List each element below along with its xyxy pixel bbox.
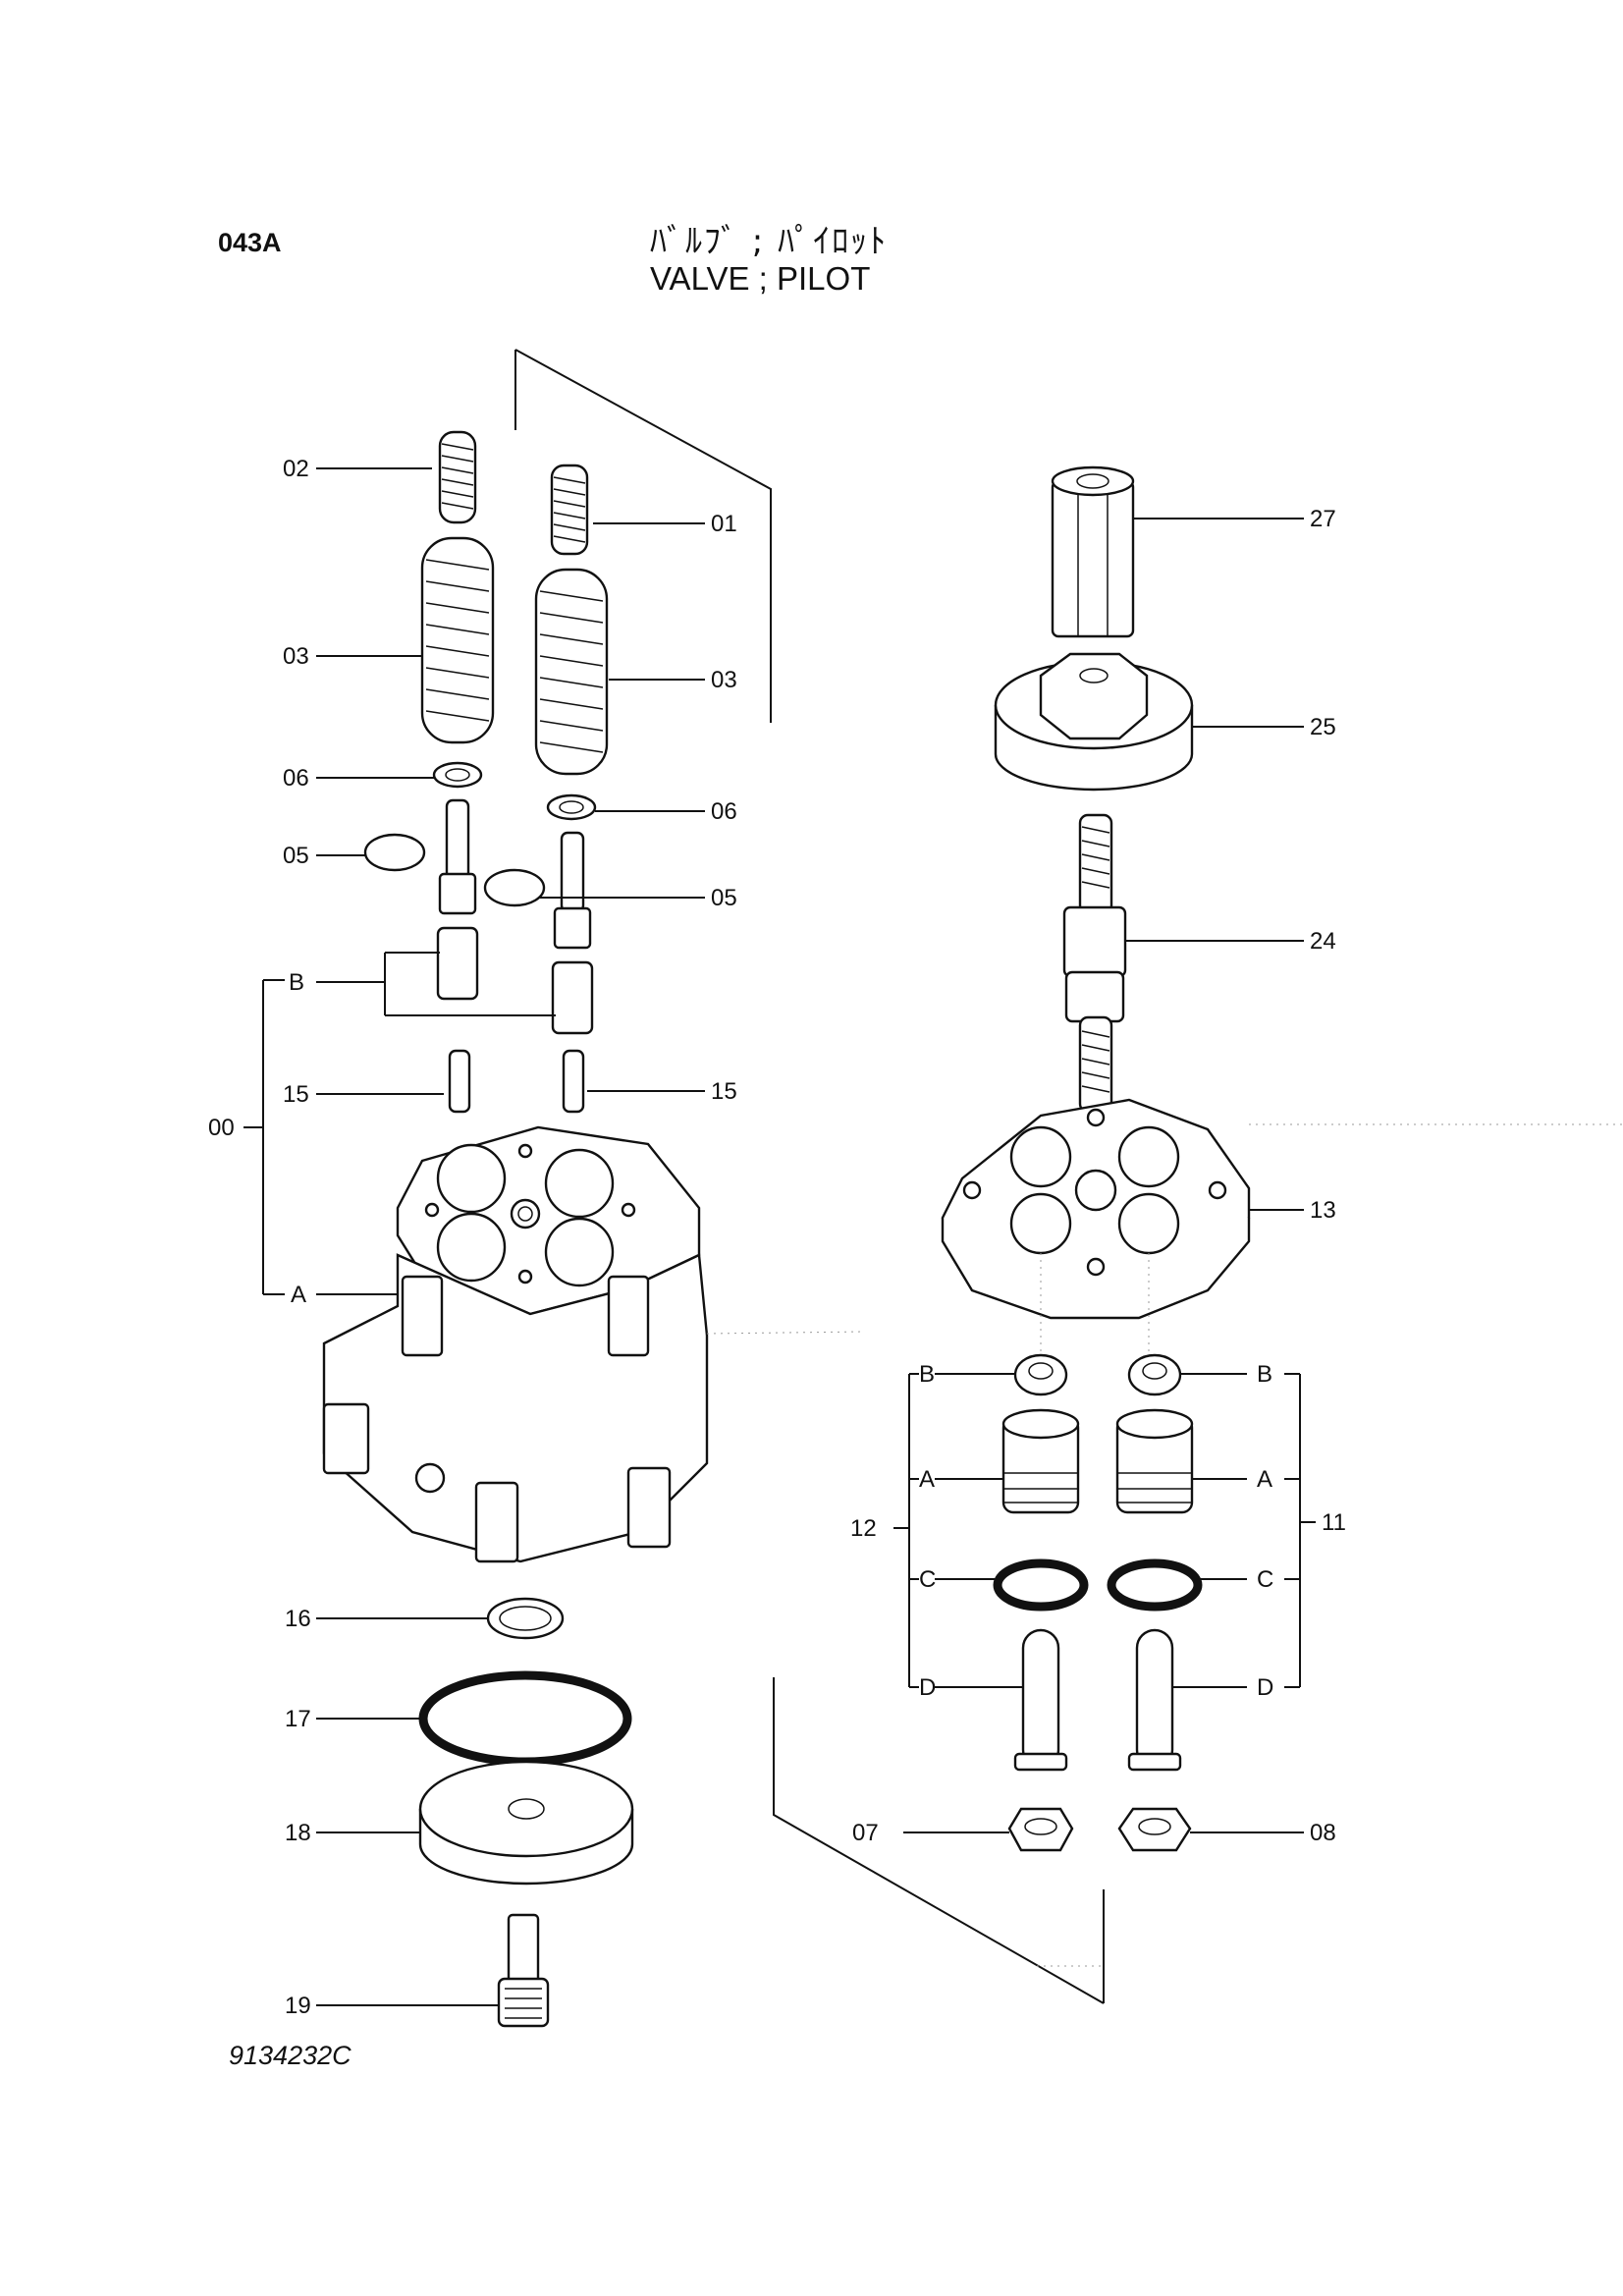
callout-19: 19 — [285, 1993, 311, 2019]
bracket-11 — [1284, 1373, 1316, 1688]
callout-11-D: D — [1257, 1674, 1273, 1701]
o-ring-17 — [418, 1670, 632, 1767]
diagram-code: 043A — [218, 228, 282, 257]
spool-right — [551, 831, 594, 1035]
spring-01 — [550, 464, 589, 556]
callout-12: 12 — [850, 1515, 877, 1542]
joint-24 — [1062, 813, 1127, 1114]
title-japanese: ﾊﾞﾙﾌﾞ ; ﾊﾟｲﾛｯﾄ — [650, 222, 889, 261]
washer-06-left-hole — [445, 768, 470, 782]
spring-02 — [438, 430, 477, 524]
retainer-05-right — [483, 868, 546, 907]
callout-02: 02 — [283, 456, 309, 482]
callout-05-left: 05 — [283, 843, 309, 869]
leader-B-left — [316, 952, 556, 1016]
plate-13 — [941, 1098, 1251, 1320]
callout-11-A: A — [1257, 1466, 1272, 1493]
callout-05-right: 05 — [711, 885, 737, 911]
callout-12-B: B — [919, 1361, 935, 1388]
washer-06-right-hole — [559, 800, 584, 814]
callout-01: 01 — [711, 511, 737, 537]
callout-03-left: 03 — [283, 643, 309, 670]
spring-03-left — [420, 536, 495, 744]
bracket-12 — [893, 1373, 919, 1688]
title-english: VALVE ; PILOT — [650, 260, 871, 297]
callout-08: 08 — [1310, 1820, 1336, 1846]
callout-06-right: 06 — [711, 798, 737, 825]
callout-24: 24 — [1310, 928, 1336, 955]
callout-12-C: C — [919, 1566, 936, 1593]
drawing-number: 9134232C — [229, 2041, 352, 2070]
pusher-15-right — [562, 1049, 585, 1114]
washer-06-left — [432, 761, 483, 789]
upper-bracket — [514, 349, 772, 723]
callout-11: 11 — [1322, 1509, 1346, 1536]
callout-11-B: B — [1257, 1361, 1272, 1388]
callout-06-left: 06 — [283, 765, 309, 792]
callout-03-right: 03 — [711, 667, 737, 693]
stack-11-parts — [1107, 1353, 1203, 1852]
callout-18: 18 — [285, 1820, 311, 1846]
callout-15-right: 15 — [711, 1078, 737, 1105]
callout-11-C: C — [1257, 1566, 1273, 1593]
nut-disc-25 — [994, 652, 1194, 792]
dotted-link-left — [706, 1331, 865, 1335]
callout-27: 27 — [1310, 506, 1336, 532]
spring-03-right — [534, 568, 609, 776]
coupling-27 — [1051, 465, 1135, 638]
callout-A-left: A — [291, 1282, 306, 1308]
plate-18 — [418, 1760, 634, 1886]
washer-06-right — [546, 793, 597, 821]
bracket-00 — [243, 979, 285, 1295]
leaders-11-items — [1172, 1373, 1247, 1688]
callout-00: 00 — [208, 1115, 235, 1141]
stack-12-parts — [993, 1353, 1089, 1852]
callout-07: 07 — [852, 1820, 879, 1846]
callout-12-D: D — [919, 1674, 936, 1701]
callout-17: 17 — [285, 1706, 311, 1732]
valve-body — [322, 1125, 709, 1563]
leaders-12-items — [935, 1373, 1023, 1688]
pusher-15-left — [448, 1049, 471, 1114]
callout-25: 25 — [1310, 714, 1336, 740]
seal-16-inner — [499, 1606, 552, 1631]
callout-16: 16 — [285, 1606, 311, 1632]
callout-13: 13 — [1310, 1197, 1336, 1224]
spool-left — [436, 798, 479, 1001]
bolt-19 — [497, 1913, 550, 2028]
callout-12-A: A — [919, 1466, 935, 1493]
retainer-05-left — [363, 833, 426, 872]
callout-15-left: 15 — [283, 1081, 309, 1108]
lower-bracket — [773, 1677, 1105, 2004]
callout-B-left: B — [289, 969, 304, 996]
